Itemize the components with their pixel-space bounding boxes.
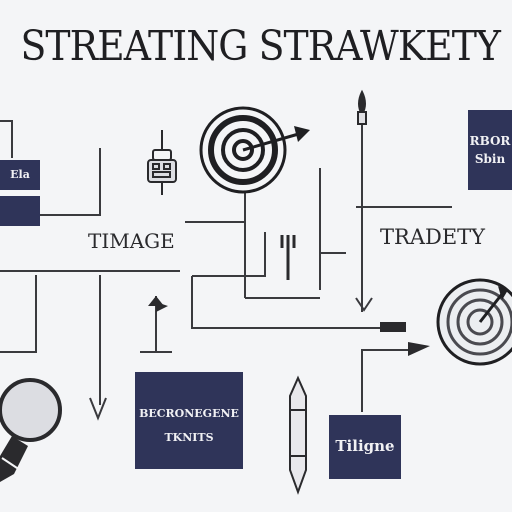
box-bottom-center-line2: TKNITS xyxy=(164,431,214,444)
box-top-right-line2: Sbin xyxy=(474,152,506,166)
box-top-right: RBOR Sbin xyxy=(468,110,512,190)
line-center-b xyxy=(192,232,266,277)
marker-arrow xyxy=(408,342,430,356)
flag-icon xyxy=(148,296,168,312)
down-arrowhead xyxy=(89,397,107,421)
target-icon-right xyxy=(436,278,512,366)
line-right-bottom xyxy=(361,349,408,412)
diagram-title: STREATING STRAWKETY xyxy=(20,22,500,70)
line-left-top xyxy=(0,120,13,158)
box-bottom-right-text: Tiligne xyxy=(335,437,395,455)
line-center-g xyxy=(191,276,380,329)
magnifier-icon xyxy=(0,378,62,482)
box-left-top-text: Ela xyxy=(10,168,30,181)
box-left-top: Ela xyxy=(0,160,40,190)
box-bottom-center-line1: BECRONEGENE xyxy=(139,407,239,420)
arrow-icon xyxy=(242,126,310,152)
label-timage: TIMAGE xyxy=(88,229,175,253)
box-bottom-center: BECRONEGENE TKNITS xyxy=(135,372,243,469)
torch-icon xyxy=(357,89,367,125)
key-icon xyxy=(280,235,296,280)
label-tradety: TRADETY xyxy=(380,225,486,249)
padlock-icon xyxy=(147,130,177,195)
right-arrowhead xyxy=(355,297,373,312)
marker-bar xyxy=(380,322,406,332)
box-bottom-right: Tiligne xyxy=(329,415,401,479)
box-left-bottom xyxy=(0,196,40,226)
box-top-right-line1: RBOR xyxy=(469,134,511,148)
pen-icon xyxy=(289,375,307,495)
line-left-bottom xyxy=(0,275,37,353)
line-left-mid xyxy=(40,148,101,216)
